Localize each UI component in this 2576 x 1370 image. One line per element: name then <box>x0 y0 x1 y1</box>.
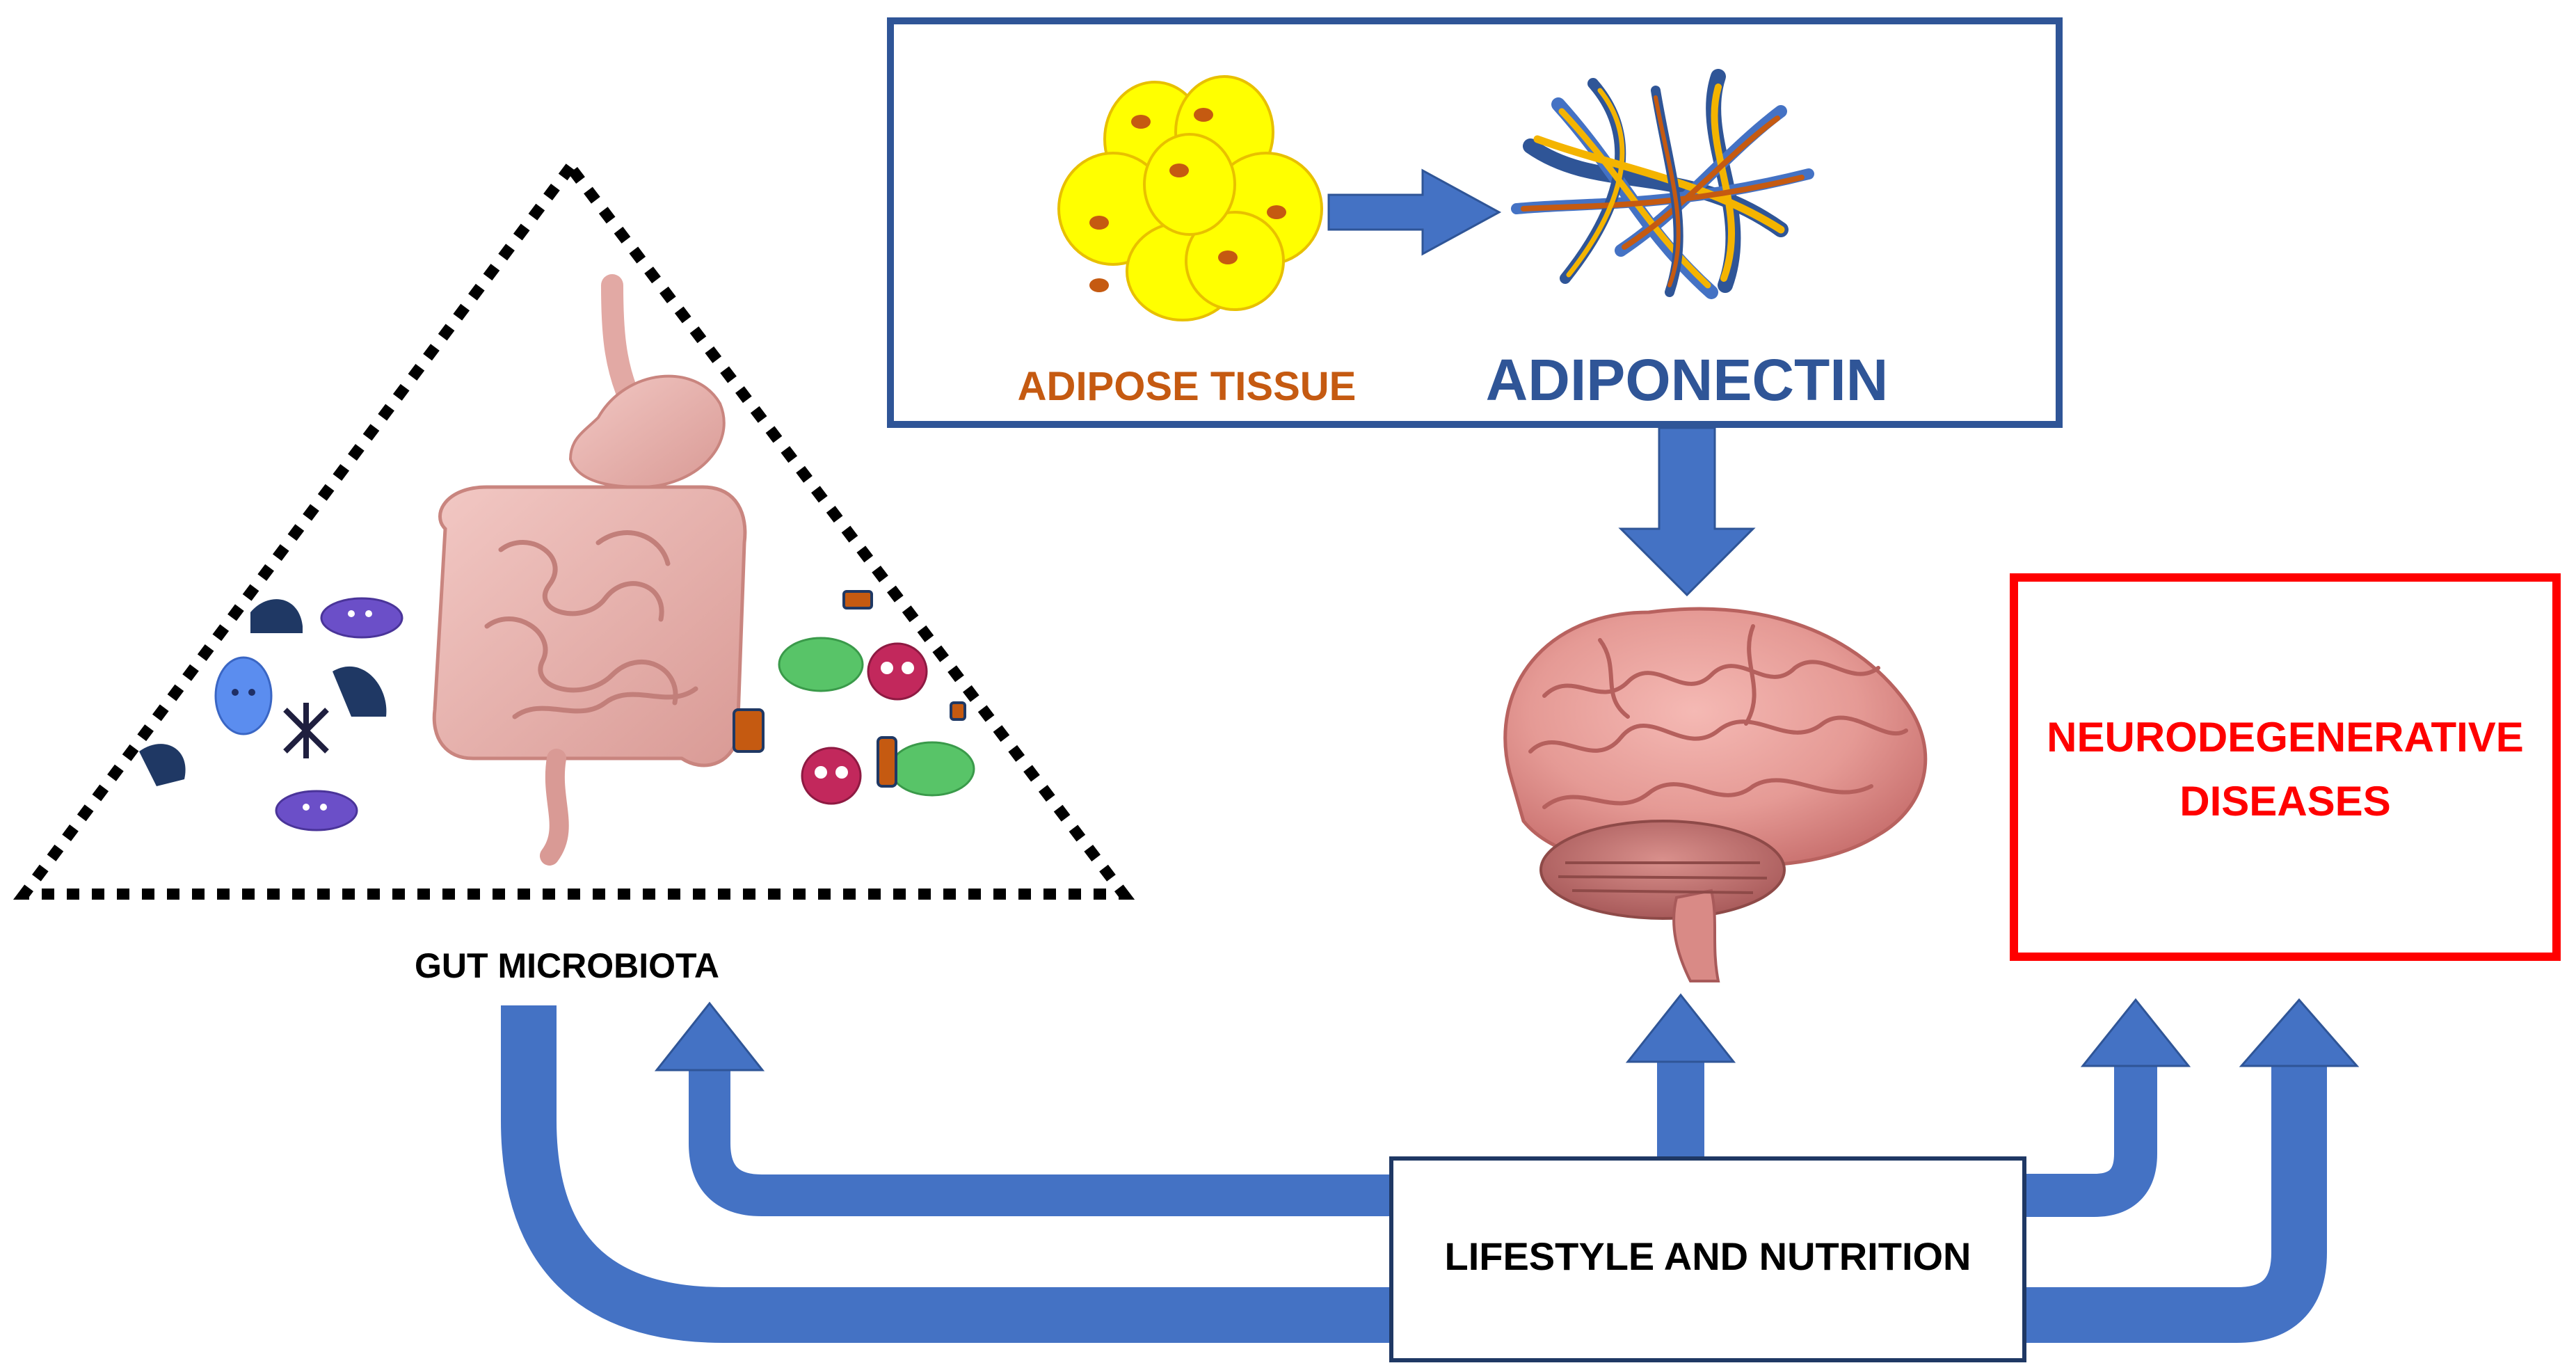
neurodegenerative-panel: NEURODEGENERATIVE DISEASES <box>2010 573 2561 961</box>
adipose-panel: ADIPOSE TISSUE ADIPONECTIN <box>887 17 2063 428</box>
dark-blue-shape-icon <box>139 599 387 786</box>
adiponectin-label: ADIPONECTIN <box>1486 347 1889 413</box>
neurodegenerative-line2: DISEASES <box>2179 778 2390 825</box>
adipose-tissue-label: ADIPOSE TISSUE <box>1018 364 1357 409</box>
dark-virus-icon <box>283 703 329 758</box>
protein-fiber-tangle-icon <box>1511 69 1814 299</box>
digestive-system-icon <box>432 274 747 866</box>
arrowhead-neuro-inner <box>2080 998 2191 1067</box>
lifestyle-panel: LIFESTYLE AND NUTRITION <box>1389 1156 2026 1362</box>
fat-cell-cluster-icon <box>1057 75 1323 321</box>
arrowhead-gut <box>654 1001 765 1072</box>
lifestyle-to-neuro-arrow <box>2017 1061 2157 1217</box>
brain-icon <box>1503 607 1928 982</box>
orange-capsule-icon <box>733 590 966 788</box>
neurodegenerative-line1: NEURODEGENERATIVE <box>2047 714 2524 760</box>
adipose-to-adiponectin-arrow <box>1327 168 1502 256</box>
lifestyle-to-gut-arrow <box>689 1058 1391 1216</box>
blue-bacterium-icon <box>214 656 273 735</box>
neurodegenerative-panel-frame <box>2010 573 2561 961</box>
gut-triangle-frame <box>13 157 1135 900</box>
magenta-bacterium-icon <box>801 642 928 805</box>
lifestyle-label: LIFESTYLE AND NUTRITION <box>1444 1234 1971 1278</box>
gut-microbiota-panel: GUT MICROBIOTA <box>13 157 1135 985</box>
flow-arrows <box>501 427 2360 1343</box>
green-bacterium-icon <box>778 637 975 797</box>
gut-to-neuro-loop-arrow <box>501 1005 2327 1343</box>
arrowhead-neuro-outer <box>2239 998 2360 1067</box>
purple-bacterium-icon <box>275 597 403 831</box>
lifestyle-panel-frame <box>1389 1156 2026 1362</box>
adiponectin-to-brain-arrow <box>1618 427 1756 597</box>
arrowhead-brain <box>1625 993 1736 1063</box>
gut-microbiota-label: GUT MICROBIOTA <box>415 946 719 985</box>
